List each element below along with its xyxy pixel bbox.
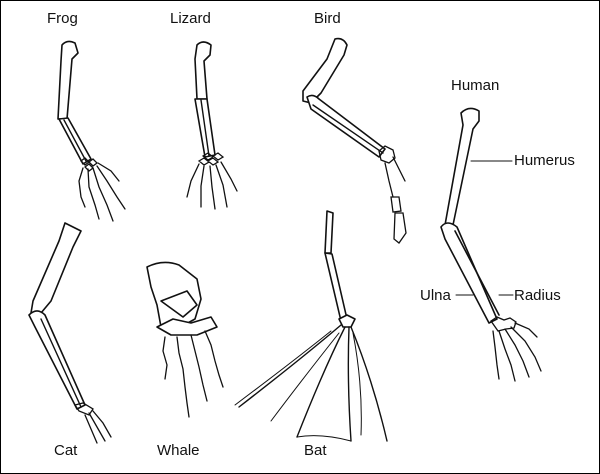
bird-label: Bird — [314, 10, 341, 27]
ulna-label: Ulna — [420, 287, 451, 304]
cat-label: Cat — [54, 442, 78, 459]
lizard-forelimb — [186, 41, 238, 210]
humerus-label: Humerus — [514, 152, 575, 169]
bat-wing — [234, 210, 388, 442]
bat-label: Bat — [304, 442, 327, 459]
radius-label: Radius — [514, 287, 561, 304]
bird-forelimb — [302, 37, 407, 244]
frog-forelimb — [57, 40, 126, 222]
lizard-label: Lizard — [170, 10, 211, 27]
human-label: Human — [451, 77, 500, 94]
human-forelimb — [440, 107, 542, 382]
cat-forelimb — [28, 222, 112, 444]
whale-flipper — [146, 261, 224, 418]
whale-label: Whale — [157, 442, 200, 459]
frog-label: Frog — [47, 10, 78, 27]
